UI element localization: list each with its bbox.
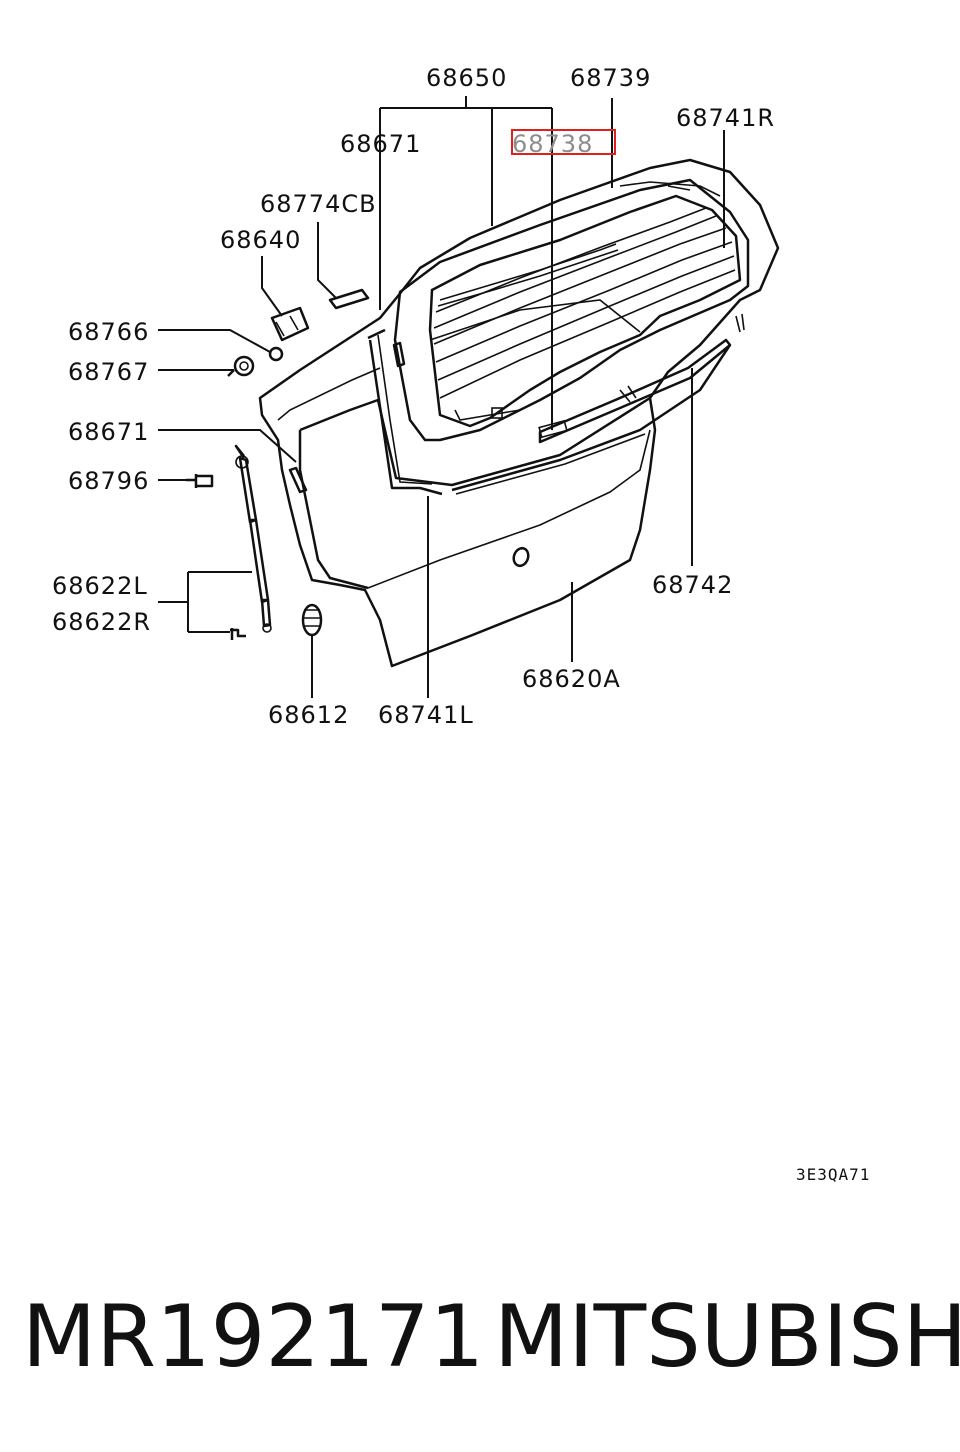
gas-strut-68622 bbox=[230, 444, 272, 640]
callout-68622L: 68622L bbox=[52, 572, 148, 600]
callout-68738: 68738 bbox=[512, 130, 593, 158]
glass-molding bbox=[437, 243, 619, 307]
callout-68739: 68739 bbox=[570, 64, 651, 92]
callout-68742: 68742 bbox=[652, 571, 733, 599]
part-number: MR192171 bbox=[22, 1287, 484, 1387]
weatherstrip bbox=[367, 313, 745, 496]
strip-68671-left bbox=[288, 341, 406, 494]
callout-68650: 68650 bbox=[426, 64, 507, 92]
back-glass bbox=[393, 178, 750, 442]
callout-labels: 68650 68739 68741R 68671 68738 68774CB 6… bbox=[52, 64, 775, 729]
hinge-68640 bbox=[270, 306, 310, 342]
callout-68671-top: 68671 bbox=[340, 130, 421, 158]
callout-68620A: 68620A bbox=[522, 665, 621, 693]
callout-68767: 68767 bbox=[68, 358, 149, 386]
fastener-68796 bbox=[186, 474, 214, 488]
nut-68766 bbox=[268, 346, 284, 362]
drawing-code: 3E3QA71 bbox=[796, 1165, 870, 1184]
brand-name: MITSUBISHI bbox=[494, 1287, 960, 1387]
bolt-68767 bbox=[227, 355, 255, 377]
highlight-box bbox=[511, 129, 616, 155]
callout-68741R: 68741R bbox=[676, 104, 775, 132]
callout-68796: 68796 bbox=[68, 467, 149, 495]
callout-68640: 68640 bbox=[220, 226, 301, 254]
callout-68741L: 68741L bbox=[378, 701, 474, 729]
pad-68774CB bbox=[328, 288, 370, 310]
caption: MR192171 MITSUBISHI bbox=[22, 1287, 960, 1387]
callout-68622R: 68622R bbox=[52, 608, 151, 636]
callout-68612: 68612 bbox=[268, 701, 349, 729]
callout-68671-mid: 68671 bbox=[68, 418, 149, 446]
bumper-68612 bbox=[301, 603, 323, 637]
leader-lines bbox=[158, 96, 725, 698]
callout-68766: 68766 bbox=[68, 318, 149, 346]
callout-68774CB: 68774CB bbox=[260, 190, 377, 218]
